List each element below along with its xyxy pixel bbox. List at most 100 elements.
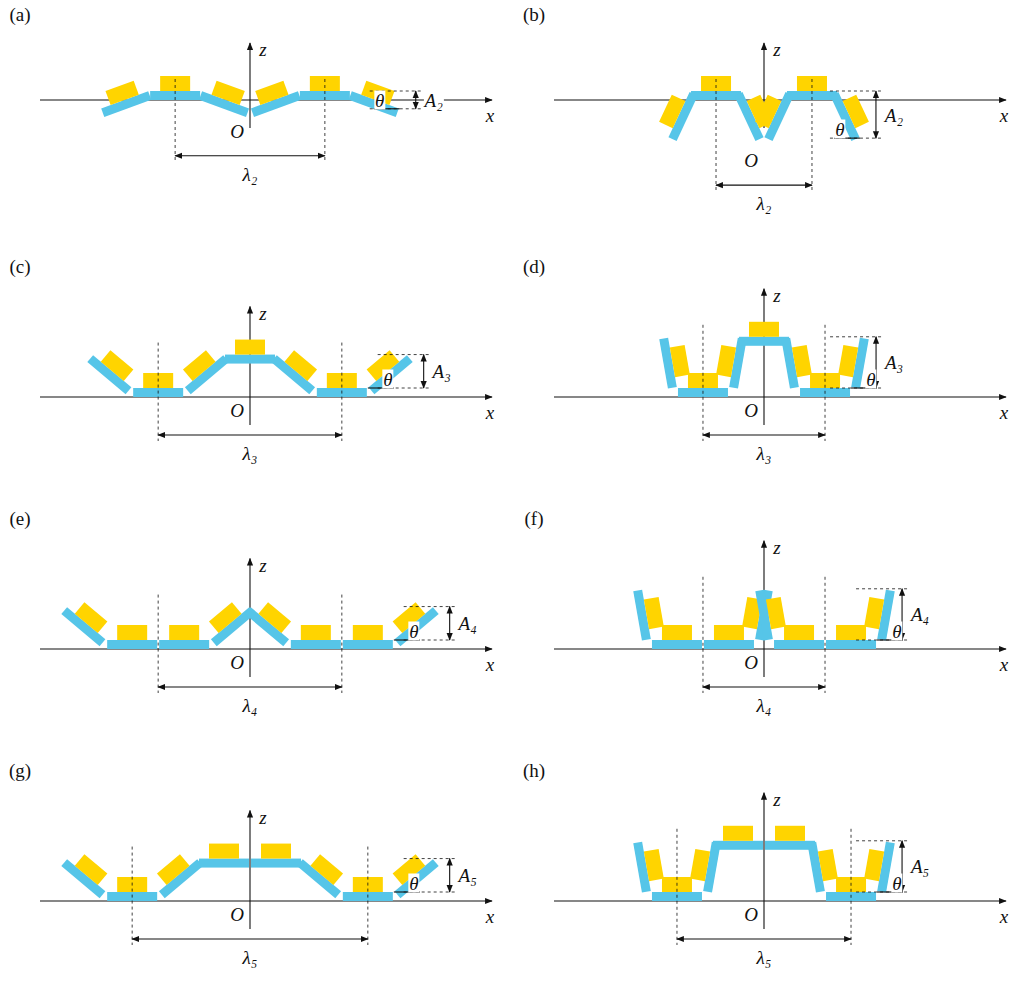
- active-layer: [101, 350, 134, 381]
- active-layer: [255, 81, 288, 105]
- plate: [297, 848, 351, 899]
- axis-label: z: [258, 555, 267, 574]
- guide-line: [158, 343, 159, 441]
- panel-label: (d): [522, 257, 546, 276]
- origin-label: O: [229, 401, 245, 420]
- plate: [659, 335, 691, 388]
- active-layer: [353, 625, 383, 640]
- plate: [830, 86, 873, 141]
- plate: [246, 77, 301, 117]
- active-layer: [209, 844, 239, 859]
- plate: [159, 625, 209, 649]
- axis-line: [249, 307, 250, 425]
- axis-label: x: [485, 655, 495, 674]
- active-layer: [701, 76, 731, 91]
- plate: [251, 844, 301, 868]
- plate: [836, 335, 868, 388]
- amplitude-label: A₂: [884, 105, 904, 124]
- substrate-plate: [713, 841, 763, 850]
- plate: [107, 625, 157, 649]
- plate: [245, 596, 299, 647]
- guide-line: [367, 847, 368, 945]
- active-layer: [766, 597, 786, 629]
- plate: [652, 625, 702, 649]
- guide-line: [825, 577, 826, 693]
- wavelength-label: λ₄: [242, 696, 259, 715]
- plate: [862, 587, 894, 640]
- origin-label: O: [229, 905, 245, 924]
- panel: [40, 559, 492, 693]
- substrate-plate: [774, 640, 824, 649]
- active-layer: [261, 844, 291, 859]
- active-layer: [723, 826, 753, 841]
- axis-label: z: [772, 40, 781, 59]
- panel-label: (f): [524, 509, 545, 528]
- plate: [271, 344, 325, 395]
- axis-label: x: [485, 907, 495, 926]
- panel-label: (e): [8, 509, 31, 528]
- axis-line: [40, 396, 492, 397]
- axis-line: [703, 434, 825, 435]
- guide-line: [830, 91, 881, 92]
- axis-line: [703, 686, 825, 687]
- active-layer: [310, 76, 340, 91]
- active-layer: [864, 849, 884, 881]
- axis-line: [875, 91, 876, 138]
- plate: [87, 344, 141, 395]
- amplitude-label: A₄: [458, 614, 478, 633]
- axis-label: x: [999, 403, 1009, 422]
- plate: [359, 344, 413, 395]
- active-layer: [836, 625, 866, 640]
- active-layer: [792, 345, 812, 377]
- axis-line: [132, 938, 368, 939]
- panel: [554, 43, 1006, 191]
- plate: [201, 596, 255, 647]
- panel: [40, 811, 492, 945]
- active-layer: [644, 849, 664, 881]
- active-layer: [209, 602, 242, 633]
- axis-line: [415, 91, 416, 109]
- axis-label: x: [485, 403, 495, 422]
- axis-line: [763, 793, 764, 929]
- plate: [175, 344, 229, 395]
- substrate-plate: [251, 859, 301, 868]
- guide-line: [132, 847, 133, 945]
- active-layer: [644, 597, 664, 629]
- plate: [807, 839, 839, 892]
- axis-label: x: [999, 106, 1009, 125]
- plate: [61, 596, 115, 647]
- active-layer: [310, 854, 343, 885]
- active-layer: [797, 76, 827, 91]
- active-layer: [75, 854, 108, 885]
- active-layer: [235, 340, 265, 355]
- plate: [862, 839, 894, 892]
- panel-label: (g): [8, 761, 32, 780]
- guide-line: [404, 606, 455, 607]
- axis-line: [763, 289, 764, 425]
- axis-label: z: [258, 807, 267, 826]
- plate: [765, 826, 815, 850]
- plate: [774, 625, 824, 649]
- origin-label: O: [743, 401, 759, 420]
- active-layer: [75, 602, 108, 633]
- panel-label: (c): [8, 257, 31, 276]
- guide-line: [158, 595, 159, 693]
- angle-label: θ: [865, 370, 876, 389]
- axis-line: [449, 607, 450, 640]
- plate: [633, 839, 665, 892]
- origin-label: O: [743, 905, 759, 924]
- wavelength-label: λ₄: [756, 696, 773, 715]
- angle-label: θ: [408, 622, 419, 641]
- axis-label: x: [999, 907, 1009, 926]
- plate: [291, 625, 341, 649]
- active-layer: [160, 76, 190, 91]
- axis-label: x: [485, 106, 495, 125]
- active-layer: [157, 854, 190, 885]
- substrate-plate: [704, 640, 754, 649]
- axis-line: [449, 859, 450, 892]
- plate: [385, 848, 439, 899]
- substrate-plate: [225, 355, 275, 364]
- panel-label: (a): [8, 5, 31, 24]
- active-layer: [843, 95, 869, 129]
